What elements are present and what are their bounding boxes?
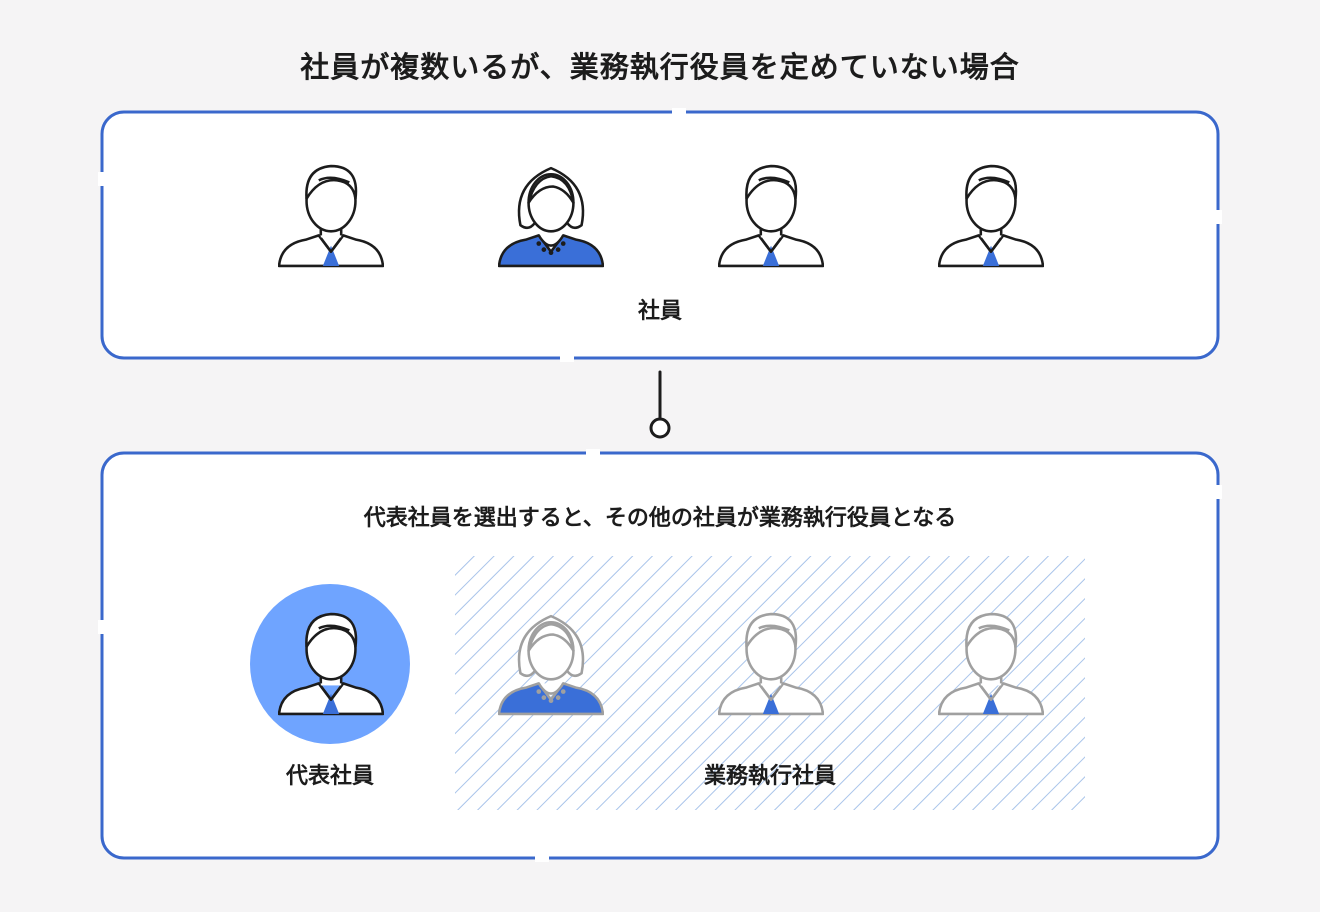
representative-label: 代表社員 [285,764,374,789]
executives-label: 業務執行社員 [703,764,836,789]
male-employee-icon [278,164,384,268]
female-employee-icon [498,166,604,268]
top-box [98,108,1222,362]
male-employee-icon [278,612,384,716]
male-employee-icon [718,612,824,716]
female-employee-icon [498,614,604,716]
male-employee-icon [718,164,824,268]
employees-label: 社員 [637,299,682,324]
male-employee-icon [938,612,1044,716]
bottom-caption: 代表社員を選出すると、その他の社員が業務執行役員となる [363,506,957,531]
page-title: 社員が複数いるが、業務執行役員を定めていない場合 [300,50,1020,84]
male-employee-icon [938,164,1044,268]
connector [649,370,671,439]
